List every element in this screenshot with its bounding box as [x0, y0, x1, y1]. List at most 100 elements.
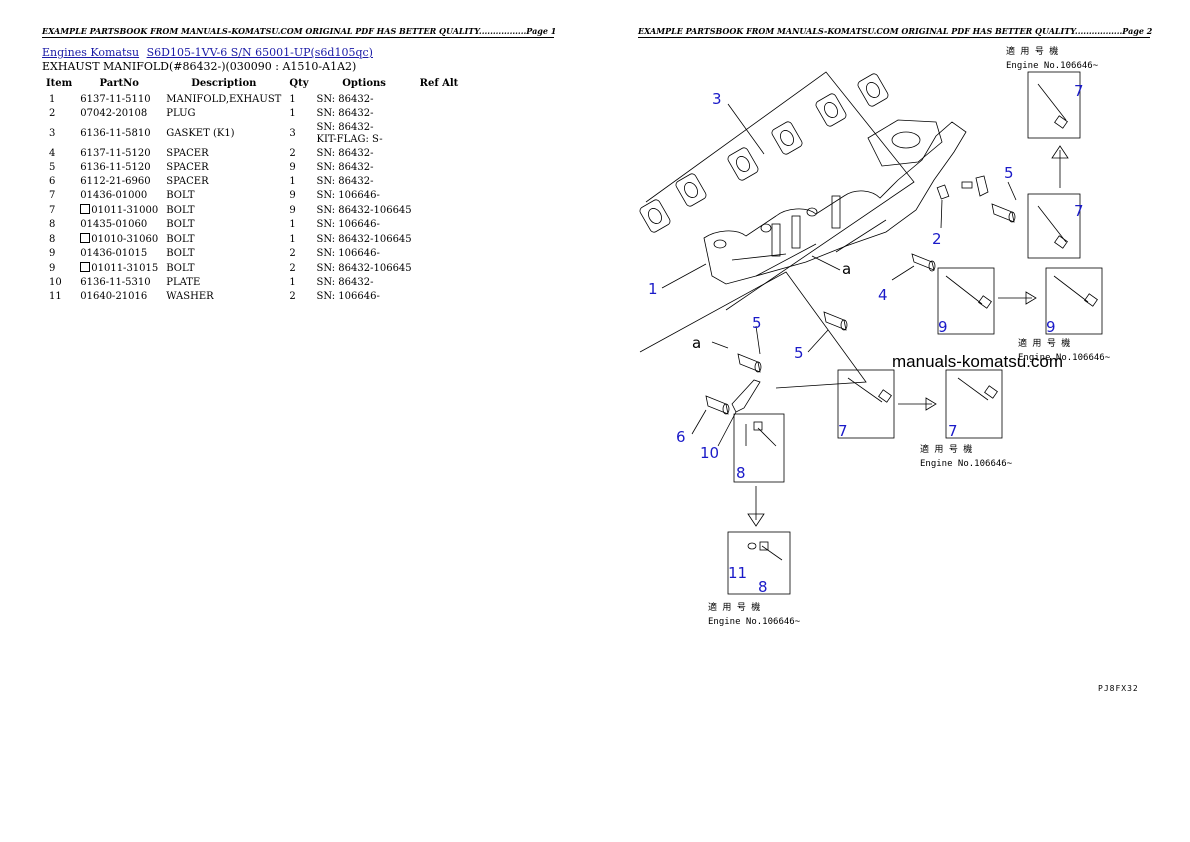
cell-item-text: 4: [49, 148, 56, 159]
cell-item: 10: [42, 276, 76, 290]
cell-item: 5: [42, 161, 76, 175]
cell-description: BOLT: [162, 189, 285, 203]
applicable-jp-3: 適 用 号 機: [920, 443, 972, 455]
cell-description-text: GASKET (K1): [166, 128, 235, 139]
cell-item: 3: [42, 121, 76, 147]
gasket-3: [815, 73, 889, 127]
callout-7-top: 7: [1074, 82, 1084, 100]
cell-options: SN: 86432-106645: [313, 203, 416, 218]
cell-options: SN: 86432-: [313, 161, 416, 175]
cell-qty: 2: [285, 247, 312, 261]
cell-description-text: BOLT: [166, 204, 195, 216]
page-1-header: EXAMPLE PARTSBOOK FROM MANUALS-KOMATSU.C…: [42, 26, 557, 38]
cell-description-text: BOLT: [166, 262, 195, 274]
cell-description-text: BOLT: [166, 248, 195, 259]
cell-item-text: 7: [49, 204, 56, 216]
cell-ref-alt: [416, 93, 463, 107]
cell-options-text: SN: 86432-: [316, 108, 374, 119]
col-header-options: Options: [342, 78, 386, 89]
cell-qty-text: 1: [289, 108, 296, 119]
spacer-5-right: [991, 203, 1016, 223]
cell-description-text: BOLT: [166, 219, 195, 230]
cell-options: SN: 106646-: [313, 189, 416, 203]
cell-ref-alt: [416, 175, 463, 189]
callout-5-mid: 5: [794, 344, 804, 362]
breadcrumb: Engines Komatsu S6D105-1VV-6 S/N 65001-U…: [42, 46, 377, 59]
cell-options: SN: 86432-: [313, 175, 416, 189]
cell-qty-text: 1: [289, 219, 296, 230]
inset-box-bolt-9-left: [937, 267, 995, 335]
breadcrumb-link-engines[interactable]: Engines Komatsu: [42, 46, 140, 59]
col-header-partno: PartNo: [99, 78, 139, 89]
cell-description: BOLT: [162, 232, 285, 247]
cell-description-text: SPACER: [166, 176, 209, 187]
cell-qty: 1: [285, 218, 312, 232]
cell-options: SN: 106646-: [313, 290, 416, 304]
cell-qty-text: 3: [289, 128, 296, 139]
breadcrumb-link-model[interactable]: S6D105-1VV-6 S/N 65001-UP(s6d105qc): [146, 46, 373, 59]
gasket-2: [727, 121, 803, 181]
page-id: PJ8FX32: [1098, 684, 1139, 693]
cell-description: SPACER: [162, 175, 285, 189]
cell-description: GASKET (K1): [162, 121, 285, 147]
watermark: manuals-komatsu.com: [892, 352, 1064, 371]
applicable-jp-1: 適 用 号 機: [1006, 45, 1058, 57]
cell-qty-text: 2: [289, 248, 296, 259]
cell-qty: 9: [285, 161, 312, 175]
cell-description: MANIFOLD,EXHAUST: [162, 93, 285, 107]
cell-item: 7: [42, 203, 76, 218]
spacer-4: [911, 253, 936, 272]
cell-options-text: SN: 86432-106645: [316, 233, 412, 245]
ref-arrow-upper: [811, 255, 841, 271]
cell-item-text: 7: [49, 190, 56, 201]
cell-partno: 6136-11-5810: [76, 121, 162, 147]
callout-1: 1: [648, 280, 658, 298]
callout-2: 2: [932, 230, 942, 248]
cell-partno: 01436-01015: [76, 247, 162, 261]
cell-options: SN: 86432-106645: [313, 232, 416, 247]
cell-item: 8: [42, 232, 76, 247]
cell-item-text: 9: [49, 262, 56, 274]
cell-item: 11: [42, 290, 76, 304]
cell-item-text: 2: [49, 108, 56, 119]
ref-arrow-lower: [711, 341, 729, 349]
cell-item-text: 10: [49, 277, 62, 288]
cell-partno: 01011-31000: [76, 203, 162, 218]
cell-options-text: SN: 106646-: [316, 291, 380, 302]
ref-a-lower: a: [692, 334, 701, 352]
cell-item: 2: [42, 107, 76, 121]
cell-qty: 1: [285, 107, 312, 121]
cell-options: SN: 86432-: [313, 107, 416, 121]
cell-ref-alt: [416, 147, 463, 161]
cell-options-text: SN: 86432-: [316, 122, 374, 133]
cell-partno-text: 01640-21016: [80, 291, 148, 302]
cell-description: WASHER: [162, 290, 285, 304]
callout-5-right: 5: [1004, 164, 1014, 182]
cell-options: SN: 106646-: [313, 218, 416, 232]
applicable-jp-2: 適 用 号 機: [1018, 337, 1070, 349]
inset-box-bolt-7-mid: [1027, 193, 1081, 259]
callout-6: 6: [676, 428, 686, 446]
cell-partno-text: 6137-11-5110: [80, 94, 151, 105]
cell-partno: 07042-20108: [76, 107, 162, 121]
cell-description-text: WASHER: [166, 291, 214, 302]
cell-qty-text: 1: [289, 233, 296, 245]
cell-ref-alt: [416, 218, 463, 232]
cell-item-text: 5: [49, 162, 56, 173]
table-header-row: Item PartNo Description Qty Options Ref …: [42, 76, 462, 93]
cell-qty-text: 1: [289, 277, 296, 288]
callout-11: 11: [728, 564, 747, 582]
ref-a-upper: a: [842, 260, 851, 278]
cell-qty-text: 2: [289, 148, 296, 159]
cell-options: SN: 86432-: [313, 93, 416, 107]
cell-partno-text: 6136-11-5810: [80, 128, 151, 139]
callout-8-bottom: 8: [758, 578, 768, 596]
cell-ref-alt: [416, 247, 463, 261]
cell-item-text: 11: [49, 291, 62, 302]
cell-partno: 01011-31015: [76, 261, 162, 276]
